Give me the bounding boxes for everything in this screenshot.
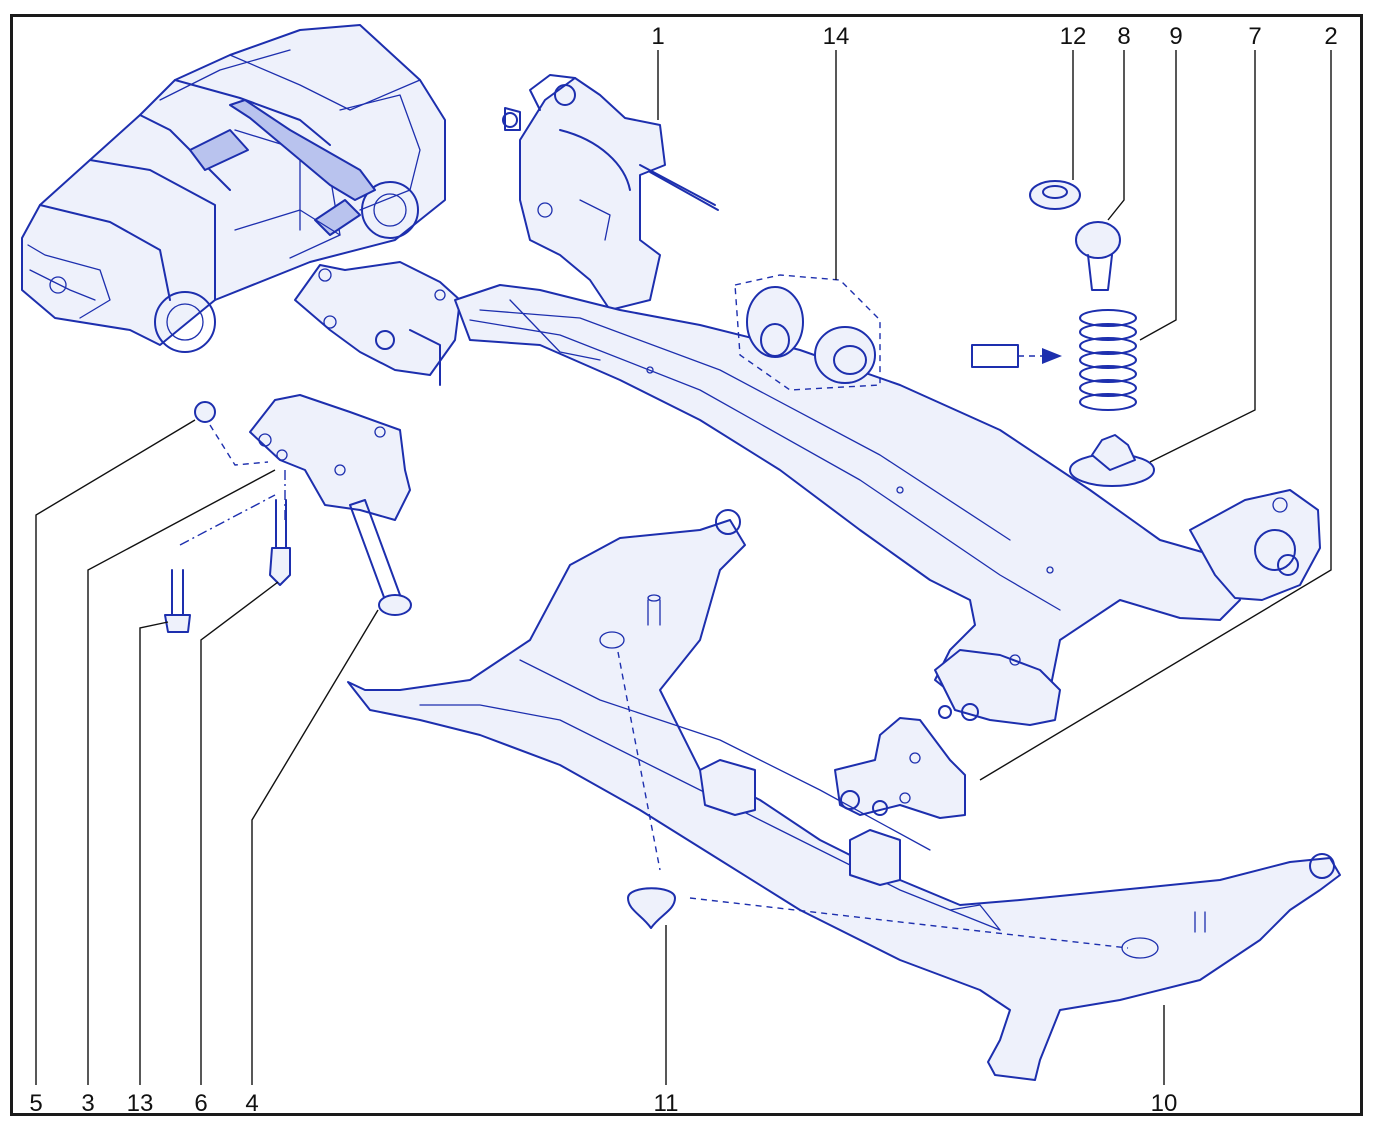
callout-labels: 1 14 12 8 9 7 2 5 3 13 6 4 11 10	[29, 23, 1337, 1117]
spring-marker-icon	[971, 344, 1019, 368]
spring-assembly	[971, 180, 1155, 487]
plug-11	[627, 887, 676, 929]
coil-spring	[1079, 309, 1137, 411]
callout-12: 12	[1060, 23, 1087, 50]
callout-9: 9	[1169, 23, 1182, 50]
right-bracket	[834, 717, 966, 819]
rear-axle-beam	[294, 74, 1321, 726]
callout-8: 8	[1117, 23, 1130, 50]
diagram-frame	[10, 14, 1363, 1116]
callout-13: 13	[127, 1090, 154, 1117]
callout-7: 7	[1248, 23, 1261, 50]
left-bracket-assembly	[164, 394, 412, 633]
callout-5: 5	[29, 1090, 42, 1117]
car-inset-illustration	[21, 24, 446, 353]
leader-lines	[35, 50, 1332, 1085]
callout-6: 6	[194, 1090, 207, 1117]
callout-1: 1	[651, 23, 664, 50]
subframe	[347, 509, 1341, 1081]
callout-2: 2	[1324, 23, 1337, 50]
callout-4: 4	[245, 1090, 258, 1117]
callout-10: 10	[1151, 1090, 1178, 1117]
callout-11: 11	[654, 1090, 679, 1117]
bushings-group	[734, 274, 881, 391]
callout-3: 3	[81, 1090, 94, 1117]
callout-14: 14	[823, 23, 850, 50]
